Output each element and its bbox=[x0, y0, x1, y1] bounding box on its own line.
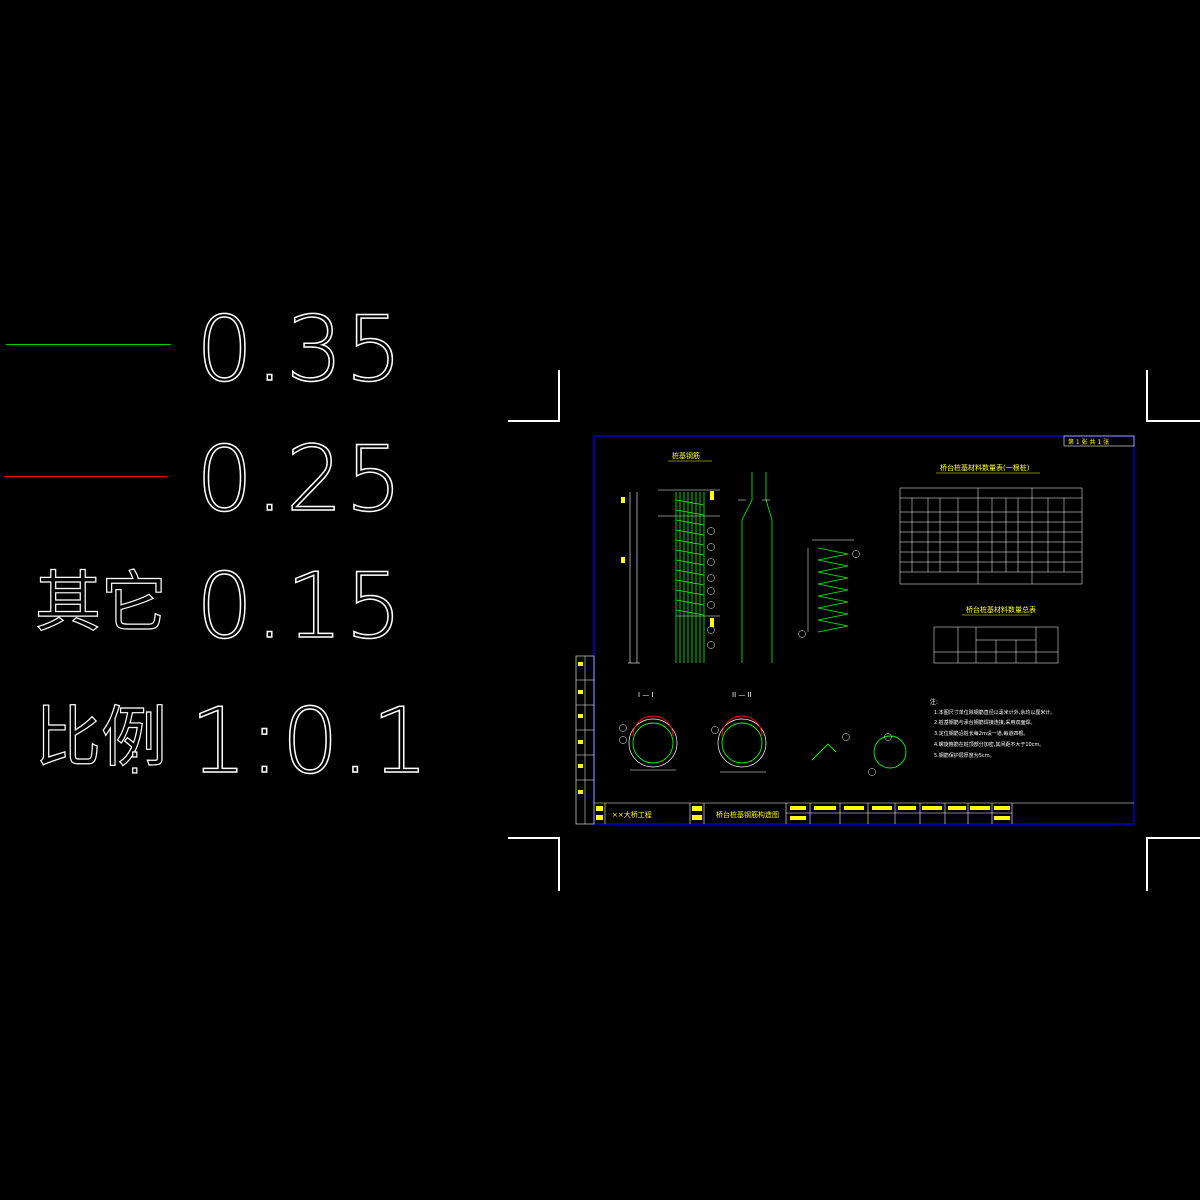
note-5: 5.钢筋保护层厚度为5cm。 bbox=[934, 752, 995, 759]
legend-value-015: 0.15 bbox=[195, 554, 405, 659]
sheet-info: 第 1 张 共 1 张 bbox=[1068, 438, 1109, 446]
table2-title: 桥台桩基材料数量总表 bbox=[966, 605, 1036, 614]
notes-header: 注: bbox=[930, 698, 938, 706]
stiffener-ring-detail bbox=[811, 733, 907, 776]
crop-mark-bottom-right bbox=[1146, 837, 1200, 891]
pile-callouts bbox=[707, 527, 715, 649]
legend-line-025 bbox=[4, 476, 167, 477]
note-2: 2.桩基钢筋与承台钢筋焊接连接,采用双面焊。 bbox=[934, 719, 1035, 726]
pile-rebar-cage bbox=[675, 492, 705, 663]
table1-grid bbox=[899, 487, 1083, 585]
legend-value-035: 0.35 bbox=[195, 297, 405, 402]
section-title-pile-rebar: 桩基钢筋 bbox=[672, 451, 700, 460]
title-block bbox=[594, 802, 1134, 824]
title-block-marks bbox=[596, 806, 1010, 820]
main-bar-details bbox=[741, 472, 773, 663]
project-name: ××大桥工程 bbox=[612, 810, 652, 819]
table1-title: 桥台桩基材料数量表(一根桩) bbox=[940, 463, 1030, 472]
pile-elevation bbox=[628, 489, 720, 664]
spiral-dims bbox=[798, 539, 860, 638]
note-1: 1.本图尺寸单位除钢筋直径以毫米计外,余均以厘米计。 bbox=[934, 709, 1055, 716]
legend-line-035 bbox=[6, 344, 171, 345]
drawing-title: 桥台桩基钢筋构造图 bbox=[716, 810, 779, 819]
section-label-2: II — II bbox=[732, 691, 752, 699]
sheet-frame bbox=[593, 435, 1135, 825]
crop-mark-bottom-left bbox=[508, 837, 560, 891]
legend-label-other: 其它 bbox=[34, 564, 167, 641]
legend-value-025: 0.25 bbox=[195, 427, 405, 532]
note-4: 4.螺旋箍筋在桩顶部分加密,其间距不大于10cm。 bbox=[934, 741, 1044, 748]
left-margin-rows bbox=[576, 656, 594, 824]
cross-section-1 bbox=[619, 715, 678, 771]
note-3: 3.定位钢筋沿桩长每2m设一道,每道四根。 bbox=[934, 730, 1028, 737]
scale-colon: : bbox=[127, 737, 142, 783]
scale-value: 1:0.1 bbox=[189, 689, 431, 794]
table2-grid bbox=[933, 626, 1059, 664]
scale-label: 比例 bbox=[34, 699, 167, 776]
crop-mark-top-right bbox=[1146, 370, 1200, 422]
spiral-hoop bbox=[817, 547, 849, 633]
pile-yellow-tags bbox=[621, 491, 714, 627]
sheet-number-box bbox=[1063, 435, 1135, 447]
section-label-1: I — I bbox=[638, 691, 654, 699]
cross-section-2 bbox=[711, 715, 767, 773]
crop-mark-top-left bbox=[508, 370, 560, 422]
left-margin-marks bbox=[578, 662, 583, 794]
